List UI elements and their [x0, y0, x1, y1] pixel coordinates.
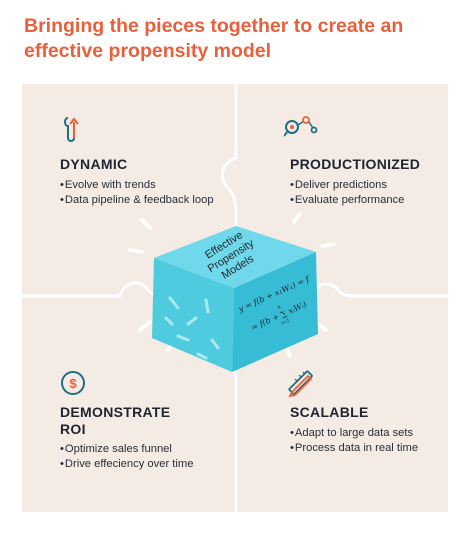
- dynamic-heading: DYNAMIC: [60, 156, 128, 172]
- magnifier-nodes-icon: [284, 116, 318, 137]
- roi-bullet: Drive effeciency over time: [60, 457, 194, 472]
- scalable-bullet: Adapt to large data sets: [290, 426, 418, 441]
- pencil-ruler-icon: [288, 370, 313, 398]
- dynamic-bullet: Evolve with trends: [60, 178, 214, 193]
- scalable-heading: SCALABLE: [290, 404, 369, 420]
- cube-formula-sup: n: [277, 304, 282, 311]
- scalable-bullet: Process data in real time: [290, 441, 418, 456]
- dynamic-bullet: Data pipeline & feedback loop: [60, 193, 214, 208]
- svg-text:$: $: [69, 376, 77, 391]
- productionized-bullets: Deliver predictions Evaluate performance: [290, 178, 404, 208]
- productionized-bullet: Deliver predictions: [290, 178, 404, 193]
- productionized-bullet: Evaluate performance: [290, 193, 404, 208]
- roi-heading-line2: ROI: [60, 421, 86, 437]
- roi-heading-line1: DEMONSTRATE: [60, 404, 171, 420]
- productionized-heading: PRODUCTIONIZED: [290, 156, 421, 172]
- propensity-model-cube: Effective Propensity Models y = f(b + x₁…: [152, 226, 318, 372]
- loop-arrow-icon: [64, 117, 79, 142]
- roi-bullets: Optimize sales funnel Drive effeciency o…: [60, 442, 194, 472]
- scalable-bullets: Adapt to large data sets Process data in…: [290, 426, 418, 456]
- roi-heading: DEMONSTRATE ROI: [60, 404, 170, 438]
- dynamic-bullets: Evolve with trends Data pipeline & feedb…: [60, 178, 214, 208]
- roi-bullet: Optimize sales funnel: [60, 442, 193, 457]
- cube-formula-sub: i=1: [280, 318, 291, 327]
- dollar-coin-icon: $: [61, 371, 85, 395]
- page-title: Bringing the pieces together to create a…: [24, 15, 404, 62]
